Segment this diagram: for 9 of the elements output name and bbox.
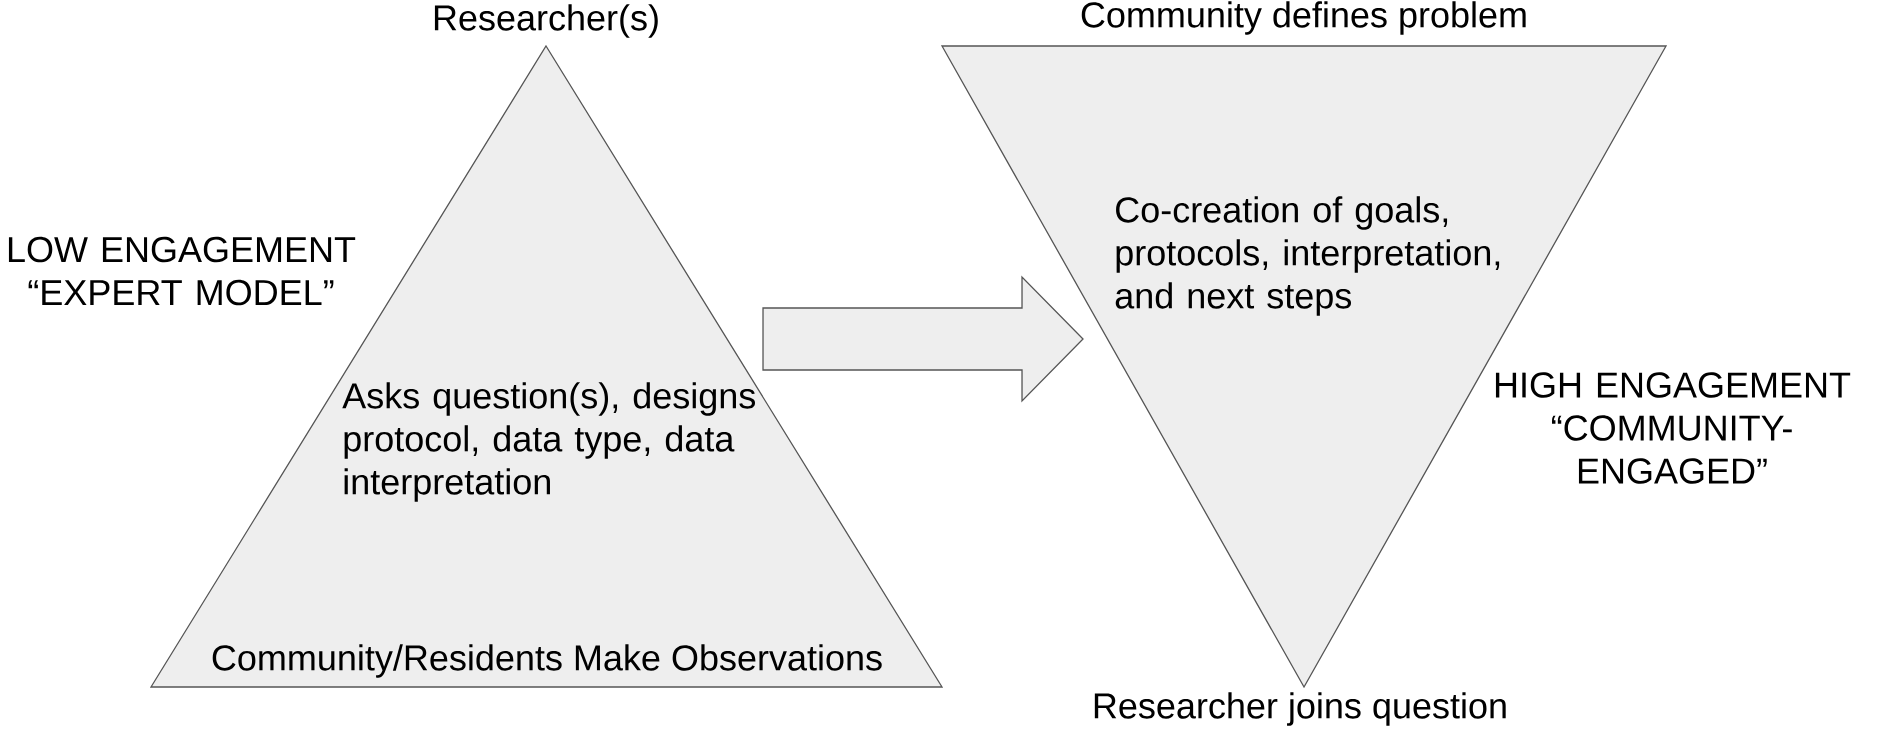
triangle-text: Researcher(s) xyxy=(434,4,658,38)
triangle-text: Community defines problem xyxy=(1081,1,1526,35)
triangle-text: Asks question(s), designs protocol, data type, data interpretation xyxy=(342,382,755,502)
engagement-label: LOW ENGAGEMENT “EXPERT MODEL” xyxy=(8,236,356,306)
block-arrow xyxy=(762,275,1084,403)
engagement-label: HIGH ENGAGEMENT “COMMUNITY-ENGAGED” xyxy=(1495,372,1851,484)
triangle-text: Community/Residents Make Observations xyxy=(212,644,882,678)
triangle-text: Co-creation of goals, protocols, interpretation, and next steps xyxy=(1115,196,1500,316)
triangle-text: Researcher joins question xyxy=(1094,692,1506,726)
